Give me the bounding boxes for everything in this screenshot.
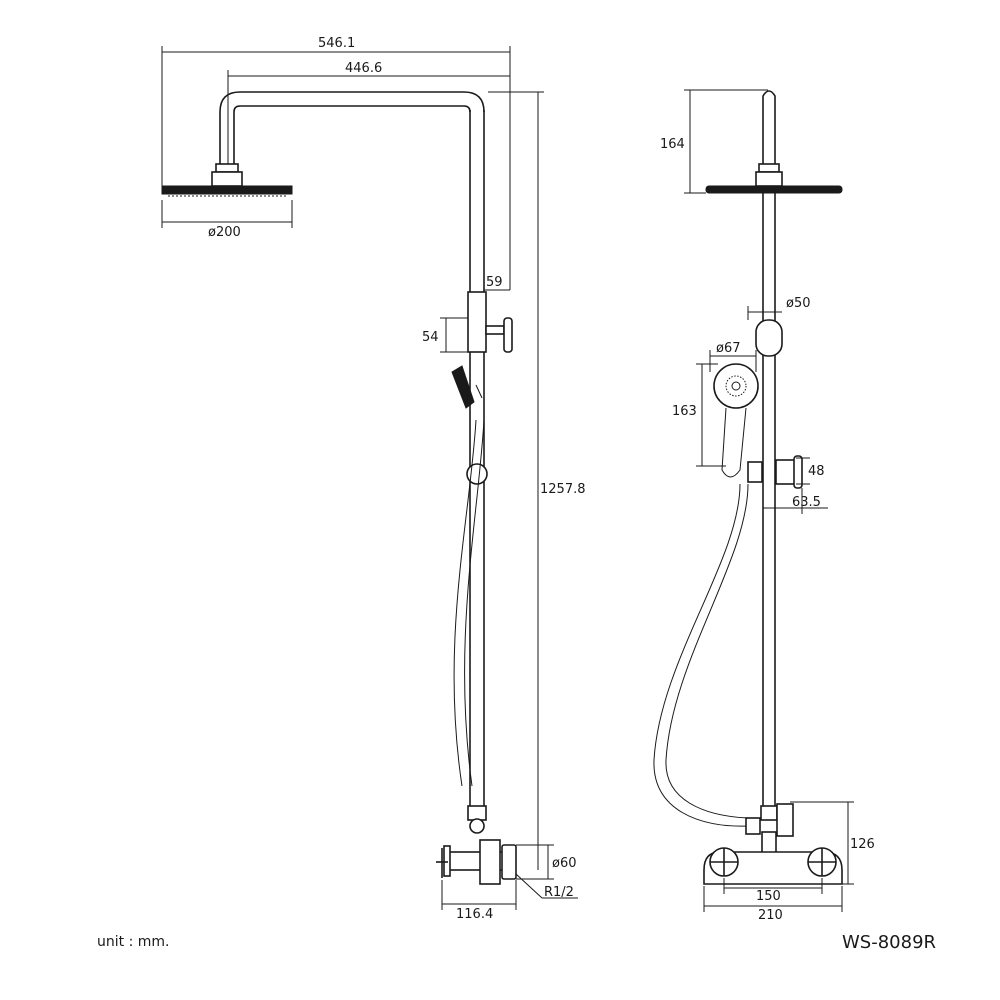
dim-arm-reach: 446.6 (345, 61, 382, 76)
side-dimensions (684, 89, 854, 912)
dim-overall-width: 546.1 (318, 36, 355, 51)
dim-handshower-length: 163 (672, 404, 697, 419)
dim-diverter-height: 126 (850, 837, 875, 852)
dim-mixer-width: 210 (758, 908, 783, 923)
dim-total-height: 1257.8 (540, 482, 586, 497)
dim-head-drop: 164 (660, 137, 685, 152)
dim-pipe-diameter: ø60 (552, 856, 577, 871)
side-dimension-labels: 164 ø50 ø67 163 48 63.5 126 150 210 (660, 137, 875, 923)
dim-head-diameter: ø200 (208, 225, 241, 240)
side-view (653, 90, 843, 885)
front-view (161, 91, 517, 885)
dim-slider-diameter: ø50 (786, 296, 811, 311)
dim-holder-offset: 59 (486, 275, 503, 290)
dim-inlet-thread: R1/2 (544, 885, 574, 900)
dim-mixer-centers: 150 (756, 889, 781, 904)
dim-mixer-depth: 116.4 (456, 907, 493, 922)
front-dimensions (161, 46, 578, 910)
dim-holder-height: 54 (422, 330, 439, 345)
dim-bracket-depth: 63.5 (792, 495, 821, 510)
front-dimension-labels: 546.1 446.6 ø200 59 54 1257.8 ø60 R1/2 1… (208, 36, 586, 922)
dim-handshower-diameter: ø67 (716, 341, 741, 356)
model-number: WS-8089R (842, 932, 937, 953)
dim-bracket-height: 48 (808, 464, 825, 479)
unit-label: unit : mm. (97, 934, 170, 950)
